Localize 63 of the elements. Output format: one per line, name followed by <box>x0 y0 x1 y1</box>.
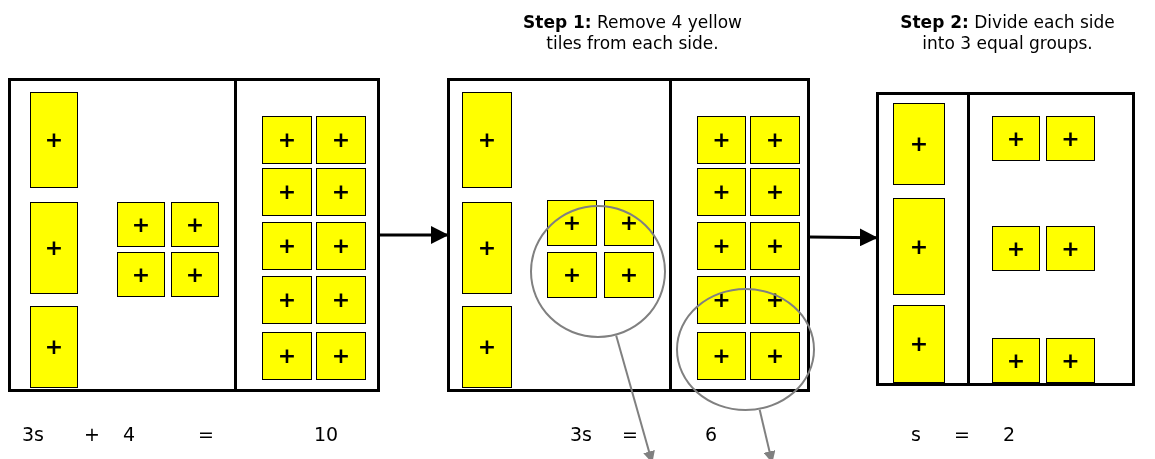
equation-mat <box>8 78 380 392</box>
equation-term: = <box>954 423 970 445</box>
equation-term: 10 <box>314 423 339 445</box>
algebra-tile: + <box>893 198 945 295</box>
equation-mat <box>876 92 1135 386</box>
arrow <box>758 408 776 459</box>
algebra-tile: + <box>604 252 654 298</box>
grouping-circle <box>676 288 815 411</box>
algebra-tile: + <box>750 116 800 164</box>
algebra-tile: + <box>750 332 800 380</box>
algebra-tile: + <box>893 305 945 383</box>
algebra-tile: + <box>117 202 165 247</box>
equation-term: = <box>622 423 638 445</box>
algebra-tile: + <box>697 116 746 164</box>
step-caption: Step 2: Divide each side into 3 equal groups. <box>899 12 1116 55</box>
algebra-tile: + <box>30 92 78 188</box>
algebra-tile: + <box>171 252 219 297</box>
algebra-tile: + <box>262 222 312 270</box>
algebra-tile: + <box>697 332 746 380</box>
equation-term: + <box>84 423 100 445</box>
algebra-tile: + <box>262 332 312 380</box>
equation-term: 4 <box>123 423 136 445</box>
arrow <box>380 226 449 244</box>
algebra-tile: + <box>117 252 165 297</box>
algebra-tile: + <box>262 276 312 324</box>
algebra-tile: + <box>604 200 654 246</box>
algebra-tile: + <box>750 168 800 216</box>
algebra-tile: + <box>547 200 597 246</box>
algebra-tile: + <box>1046 226 1095 271</box>
algebra-tile: + <box>1046 116 1095 161</box>
algebra-tile: + <box>316 116 366 164</box>
algebra-tile: + <box>316 222 366 270</box>
equation-term: s <box>911 423 921 445</box>
algebra-tile: + <box>1046 338 1095 383</box>
algebra-tile: + <box>462 92 512 188</box>
algebra-tile: + <box>462 306 512 388</box>
algebra-tile: + <box>697 222 746 270</box>
algebra-tile: + <box>992 338 1040 383</box>
equation-term: 3s <box>570 423 592 445</box>
arrow <box>615 334 655 459</box>
algebra-tile: + <box>750 276 800 324</box>
algebra-tile: + <box>30 306 78 388</box>
algebra-tile: + <box>697 276 746 324</box>
algebra-tile: + <box>992 116 1040 161</box>
equation-term: = <box>198 423 214 445</box>
algebra-tile: + <box>171 202 219 247</box>
algebra-tile: + <box>262 116 312 164</box>
equation-term: 3s <box>22 423 44 445</box>
equation-term: 2 <box>1003 423 1016 445</box>
algebra-tile: + <box>697 168 746 216</box>
algebra-tile: + <box>462 202 512 294</box>
arrow <box>810 228 878 247</box>
algebra-tile: + <box>262 168 312 216</box>
algebra-tile: + <box>992 226 1040 271</box>
algebra-tile: + <box>30 202 78 294</box>
step-caption: Step 1: Remove 4 yellow tiles from each side. <box>522 12 743 55</box>
equation-term: 6 <box>705 423 718 445</box>
algebra-tile: + <box>316 332 366 380</box>
algebra-tile: + <box>547 252 597 298</box>
algebra-tile: + <box>316 168 366 216</box>
algebra-tile: + <box>316 276 366 324</box>
algebra-tile: + <box>750 222 800 270</box>
algebra-tile: + <box>893 103 945 185</box>
